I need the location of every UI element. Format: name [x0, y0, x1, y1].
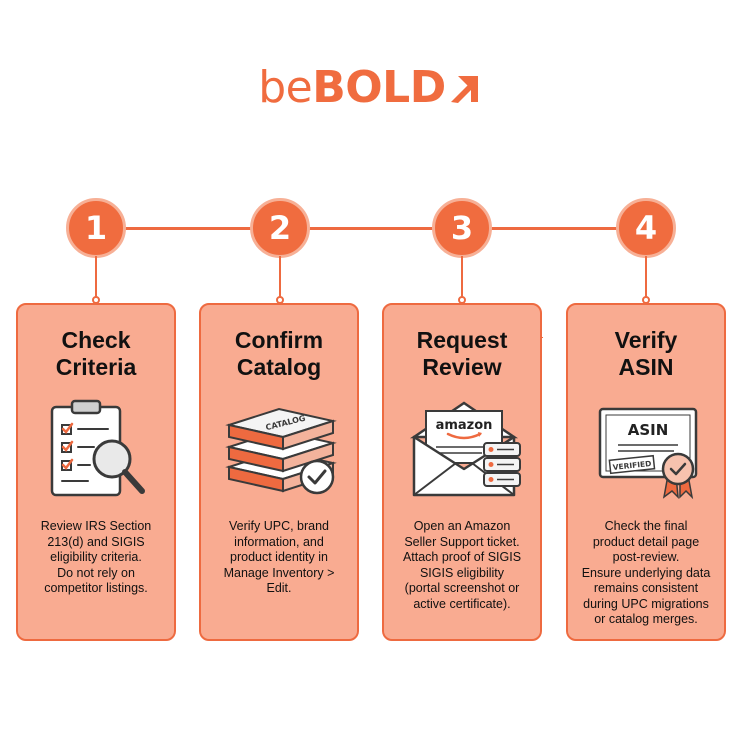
- step-3-desc-line: Attach proof of SIGIS: [402, 550, 522, 564]
- step-3-number: 3: [432, 198, 492, 258]
- step-4-title-line: Verify: [614, 327, 678, 353]
- step-1-desc-line: 213(d) and SIGIS: [47, 534, 145, 549]
- step-2-desc-line: Edit.: [266, 581, 292, 595]
- step-3-stem: [461, 256, 463, 298]
- step-2-desc-line: product identity in: [230, 550, 328, 564]
- step-1-title: Check Criteria: [18, 327, 174, 381]
- step-3-title-line: Review: [422, 354, 502, 380]
- step-4-stem: [645, 256, 647, 298]
- step-1-desc-line: Do not rely on: [57, 565, 135, 580]
- step-4-number: 4: [616, 198, 676, 258]
- logo-arrow-icon: [450, 76, 478, 103]
- steps-connector-line: [96, 227, 646, 230]
- step-4-desc-line: Ensure underlying data: [581, 565, 711, 580]
- step-2-title-line: Catalog: [236, 354, 322, 380]
- step-3-title: Request Review: [384, 327, 540, 381]
- step-4-description: Check the final product detail page post…: [576, 519, 716, 628]
- step-1-title-line: Check: [61, 327, 131, 353]
- logo-light-text: be: [258, 61, 313, 113]
- step-4-desc-line: post-review.: [612, 550, 680, 564]
- step-2-title-line: Confirm: [234, 327, 324, 353]
- step-2-desc-line: Verify UPC, brand: [228, 519, 330, 533]
- step-4-desc-line: remains consistent: [593, 581, 699, 595]
- step-4-desc-line: during UPC migrations: [583, 596, 709, 611]
- step-1-title-line: Criteria: [55, 354, 137, 380]
- verified-stamp: VERIFIED: [612, 459, 651, 472]
- step-card-request-review: Request Review amazon Open an Amazon Sel…: [382, 303, 542, 641]
- step-3-desc-line: SIGIS eligibility: [419, 565, 505, 580]
- asin-certificate-icon: ASIN VERIFIED: [598, 407, 698, 500]
- amazon-envelope-icon: amazon: [409, 401, 521, 497]
- asin-label: ASIN: [628, 421, 669, 439]
- step-3-desc-line: (portal screenshot or: [404, 581, 520, 595]
- step-2-desc-line: Manage Inventory >: [223, 565, 335, 580]
- step-4-desc-line: Check the final: [604, 519, 688, 533]
- catalog-books-check-icon: CATALOG: [225, 407, 337, 495]
- step-2-stem: [279, 256, 281, 298]
- step-2-desc-line: information, and: [234, 534, 324, 549]
- step-4-title-line: ASIN: [618, 354, 674, 380]
- step-2-title: Confirm Catalog: [201, 327, 357, 381]
- step-1-desc-line: Review IRS Section: [40, 519, 152, 533]
- step-1-number: 1: [66, 198, 126, 258]
- amazon-label: amazon: [436, 418, 493, 433]
- step-1-desc-line: eligibility criteria.: [50, 550, 142, 564]
- step-card-check-criteria: Check Criteria Review IRS Section 213(d)…: [16, 303, 176, 641]
- step-3-title-line: Request: [416, 327, 508, 353]
- step-card-verify-asin: Verify ASIN ASIN VERIFIED Check the fina…: [566, 303, 726, 641]
- step-4-desc-line: or catalog merges.: [594, 612, 698, 626]
- step-1-description: Review IRS Section 213(d) and SIGIS elig…: [26, 519, 166, 597]
- step-3-desc-line: active certificate).: [413, 596, 511, 611]
- step-3-description: Open an Amazon Seller Support ticket. At…: [392, 519, 532, 612]
- logo-bold-text: BOLD: [312, 61, 446, 113]
- step-card-confirm-catalog: Confirm Catalog CATALOG Verify UPC, bran…: [199, 303, 359, 641]
- step-1-desc-line: competitor listings.: [44, 581, 148, 595]
- clipboard-magnifier-icon: [50, 399, 145, 497]
- step-4-title: Verify ASIN: [568, 327, 724, 381]
- step-3-desc-line: Seller Support ticket.: [404, 534, 520, 549]
- step-1-stem: [95, 256, 97, 298]
- step-4-desc-line: product detail page: [592, 534, 700, 549]
- step-2-number: 2: [250, 198, 310, 258]
- step-2-description: Verify UPC, brand information, and produ…: [209, 519, 349, 597]
- step-3-desc-line: Open an Amazon: [413, 519, 511, 533]
